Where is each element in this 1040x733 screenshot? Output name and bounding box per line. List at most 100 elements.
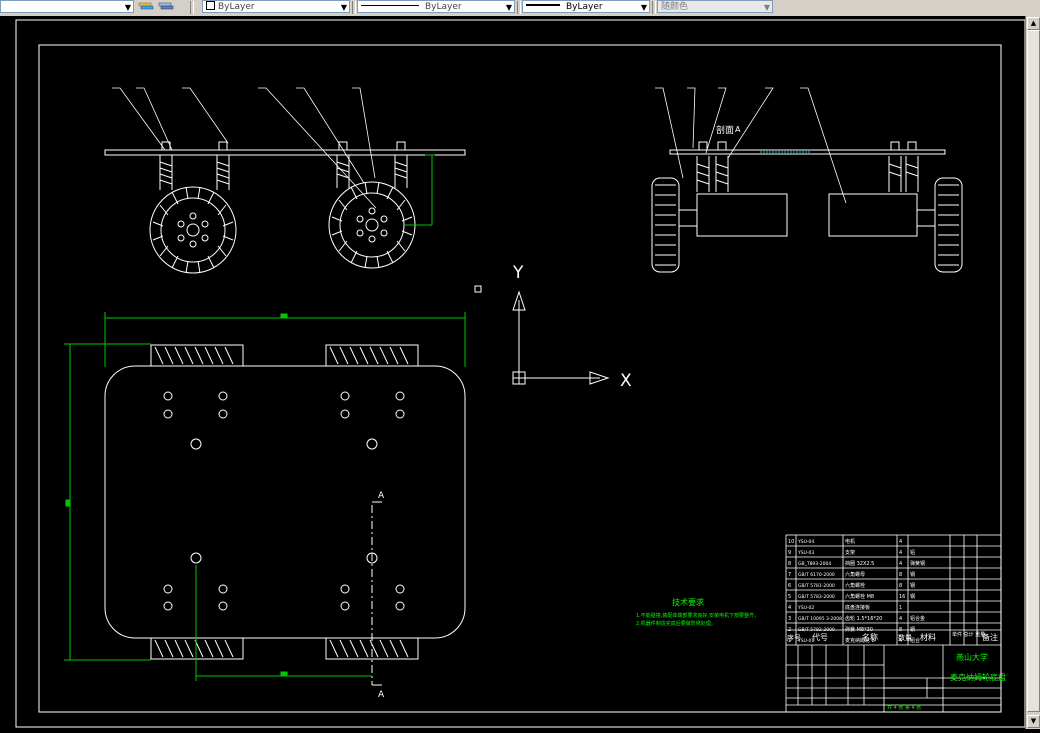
- bom-cell-code: GB/T 6170-2000: [798, 572, 835, 578]
- dropdown-arrow-icon: ▼: [340, 3, 347, 12]
- bom-cell-no: 3: [788, 616, 791, 622]
- bom-header-note: 备注: [982, 632, 998, 642]
- bom-cell-code: GB/T 5782-2000: [798, 627, 835, 633]
- bom-cell-name: 弹簧 M8*30: [845, 626, 873, 633]
- bom-header-code: 代号: [812, 632, 828, 642]
- bom-cell-note: 铝合金: [910, 615, 925, 622]
- school-name: 燕山大学: [956, 652, 988, 662]
- dropdown-arrow-icon: ▼: [763, 3, 770, 12]
- bom-cell-name: 挡圈 32X2.5: [845, 560, 874, 567]
- ucs-x-label: X: [620, 371, 632, 391]
- front-view-dimension: [405, 154, 435, 226]
- dropdown-arrow-icon: ▼: [124, 3, 131, 12]
- wheel-left: [149, 186, 237, 274]
- tech-line-1: 1.不能碰撞,装配体端部要求良好,安装电机下部要整齐。: [636, 612, 759, 619]
- motor-right: [828, 193, 918, 237]
- tech-title: 技术要求: [672, 597, 704, 607]
- bom-cell-qty: 4: [899, 539, 902, 545]
- title-block: [785, 534, 1002, 713]
- ucs-y-label: Y: [512, 263, 524, 283]
- toolbar-separator: [517, 1, 521, 14]
- bom-cell-no: 9: [788, 550, 791, 556]
- plotstyle-control-dropdown[interactable]: 随颜色 ▼: [657, 0, 773, 13]
- front-view: [104, 141, 466, 274]
- bom-cell-code: YSU-04: [797, 539, 814, 545]
- lineweight-control-dropdown[interactable]: ByLayer ▼: [522, 0, 650, 13]
- bom-cell-code: GB/T 10095 3-2008: [798, 616, 842, 622]
- vertical-scrollbar[interactable]: ▲ ▼: [1025, 16, 1040, 729]
- bom-cell-no: 1: [788, 638, 791, 644]
- bom-cell-note: 组合: [910, 637, 920, 644]
- section-label: 剖面: [716, 124, 734, 136]
- lineweight-sample-icon: [526, 4, 560, 6]
- bom-header-weight: 单件 总计 重量: [952, 631, 985, 638]
- bom-cell-name: 齿轮 1.5*16*20: [845, 615, 882, 622]
- side-view-leaders: [655, 87, 847, 204]
- bom-header-qty: 数量: [898, 633, 912, 642]
- bom-cell-name: 六角螺栓: [845, 582, 865, 589]
- bom-cell-qty: 4: [899, 561, 902, 567]
- bom-cell-note: 铝: [910, 549, 915, 556]
- scroll-thumb[interactable]: [1027, 30, 1040, 712]
- wheel-tops: [150, 344, 419, 660]
- bom-cell-code: YSU-03: [797, 550, 814, 556]
- color-swatch-icon: [206, 1, 215, 10]
- bom-cell-qty: 8: [899, 572, 902, 578]
- drawing-svg: 剖面 A Y X A A: [15, 19, 1026, 728]
- bom-cell-qty: 4: [899, 616, 902, 622]
- spring-posts: [159, 141, 408, 190]
- scroll-up-icon[interactable]: ▲: [1027, 17, 1040, 30]
- section-mark-a1: A: [378, 491, 385, 501]
- drawing-name: 麦克纳姆轮底盘: [950, 672, 1006, 682]
- linetype-value: ByLayer: [425, 2, 462, 12]
- top-view-dimensions: [64, 312, 466, 681]
- top-view: [104, 344, 466, 686]
- wheel-right: [328, 181, 416, 269]
- dropdown-arrow-icon: ▼: [505, 3, 512, 12]
- bom-cell-note: 钢: [910, 571, 915, 578]
- bom-cell-no: 8: [788, 561, 791, 567]
- bom-cell-qty: 8: [899, 583, 902, 589]
- properties-toolbar: ▼ ByLayer ▼ ByLayer ▼ ByLayer ▼ 随颜色 ▼: [0, 0, 1040, 17]
- bom-cell-code: GB/T 5781-2000: [798, 583, 835, 589]
- inner-frame: [38, 44, 1002, 713]
- layer-stack-icon[interactable]: [137, 0, 177, 14]
- drawing-canvas[interactable]: 剖面 A Y X A A: [0, 16, 1026, 729]
- bom-cell-qty: 8: [899, 627, 902, 633]
- scroll-down-icon[interactable]: ▼: [1027, 715, 1040, 728]
- bom-cell-code: GB_T893-2004: [798, 561, 831, 567]
- ucs-icon: [512, 290, 610, 385]
- bom-cell-code: GB/T 5783-2000: [798, 594, 835, 600]
- pickbox: [474, 285, 482, 293]
- tech-line-2: 2.机器件制造完成后要做防锈处理。: [636, 620, 716, 627]
- bom-cell-qty: 4: [899, 550, 902, 556]
- dropdown-arrow-icon: ▼: [640, 3, 647, 12]
- side-chassis-plate: [669, 149, 946, 155]
- side-view: [651, 141, 963, 273]
- bom-cell-qty: 4: [899, 638, 902, 644]
- bom-cell-code: YSU-02: [797, 605, 814, 611]
- linetype-control-dropdown[interactable]: ByLayer ▼: [357, 0, 515, 13]
- bolt-holes: [163, 391, 405, 611]
- color-value: ByLayer: [218, 2, 255, 12]
- bom-cell-note: 钢: [910, 582, 915, 589]
- sheet-count: 共 4 张 第 4 张: [887, 704, 921, 711]
- bom-cell-no: 4: [788, 605, 791, 611]
- bom-cell-name: 底盘连接板: [845, 604, 870, 611]
- bom-header-name: 名称: [862, 632, 878, 642]
- bom-cell-no: 5: [788, 594, 791, 600]
- color-control-dropdown[interactable]: ByLayer ▼: [202, 0, 350, 13]
- bom-cell-no: 7: [788, 572, 791, 578]
- side-wheel-right: [934, 177, 963, 273]
- bom-cell-no: 2: [788, 627, 791, 633]
- bom-cell-name: 麦克纳姆轮 8: [845, 637, 875, 644]
- plotstyle-value: 随颜色: [661, 2, 689, 12]
- section-mark-a2: A: [378, 690, 385, 700]
- side-wheel-left: [651, 177, 680, 273]
- bom-cell-name: 电机: [845, 538, 855, 545]
- lineweight-value: ByLayer: [566, 2, 603, 12]
- bom-cell-qty: 16: [899, 594, 905, 600]
- bom-cell-name: 支架: [845, 549, 855, 556]
- bom-cell-name: 六角螺栓 M8: [845, 593, 874, 600]
- layer-dropdown-tail[interactable]: ▼: [0, 0, 134, 13]
